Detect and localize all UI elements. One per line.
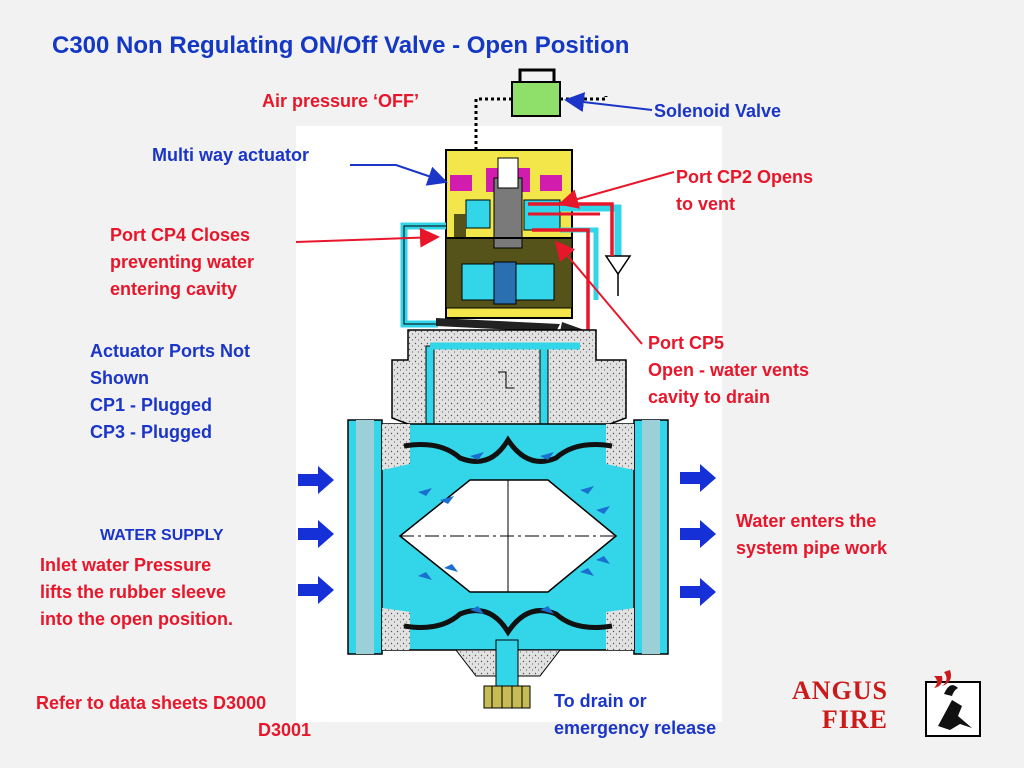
actuator-ports-label: Actuator Ports Not Shown CP1 - Plugged C…	[90, 341, 251, 442]
rubber-sleeve-bottom	[403, 608, 613, 637]
vent-funnel	[604, 255, 632, 276]
leader-cp4	[295, 227, 440, 248]
leader-cp2	[558, 171, 675, 209]
angus-fire-logo: ANGUS FIRE	[792, 676, 888, 734]
outlet-arrows	[680, 464, 716, 606]
red-flow-cp2	[528, 202, 614, 256]
inlet-pressure-label: Inlet water Pressure lifts the rubber sl…	[40, 555, 233, 629]
diaphragm-bar	[436, 318, 560, 332]
inlet-arrow	[298, 576, 334, 604]
logo-line-2: FIRE	[821, 705, 889, 734]
water-enters-label: Water enters the system pipe work	[736, 511, 888, 558]
logo-line-1: ANGUS	[792, 676, 889, 705]
outlet-arrow	[680, 520, 716, 548]
rubber-sleeve-top	[403, 435, 613, 464]
solenoid-valve	[511, 68, 561, 117]
multi-way-actuator	[445, 149, 573, 319]
solenoid-valve-label: Solenoid Valve	[654, 101, 782, 121]
leader-cp5	[554, 240, 643, 345]
multi-way-actuator-label: Multi way actuator	[152, 145, 310, 165]
water-tube-left-outline	[403, 225, 446, 325]
inlet-arrows	[298, 466, 334, 604]
refer-data-sheets-label: Refer to data sheets D3000 D3001	[36, 693, 312, 740]
outlet-arrow	[680, 464, 716, 492]
valve-body	[347, 419, 669, 655]
solenoid-dotted-line-right	[560, 96, 608, 101]
port-cp4-label: Port CP4 Closes preventing water enterin…	[110, 225, 255, 299]
page-title: C300 Non Regulating ON/Off Valve - Open …	[52, 32, 630, 59]
water-supply-label: WATER SUPPLY	[100, 527, 224, 544]
inlet-arrow	[298, 466, 334, 494]
port-cp5-label: Port CP5 Open - water vents cavity to dr…	[648, 333, 810, 407]
leader-solenoid	[564, 92, 653, 113]
solenoid-dotted-line-left	[474, 97, 512, 160]
outlet-arrow	[680, 578, 716, 606]
inlet-arrow	[298, 520, 334, 548]
flow-swirls	[418, 452, 610, 614]
leader-actuator	[350, 164, 448, 186]
air-pressure-label: Air pressure ‘OFF’	[262, 91, 420, 111]
drain-label: To drain or emergency release	[554, 691, 717, 738]
drain-outlet	[454, 639, 562, 709]
valve-bonnet	[391, 329, 627, 437]
angus-fire-emblem-icon	[925, 670, 981, 737]
port-cp2-label: Port CP2 Opens to vent	[676, 167, 814, 214]
